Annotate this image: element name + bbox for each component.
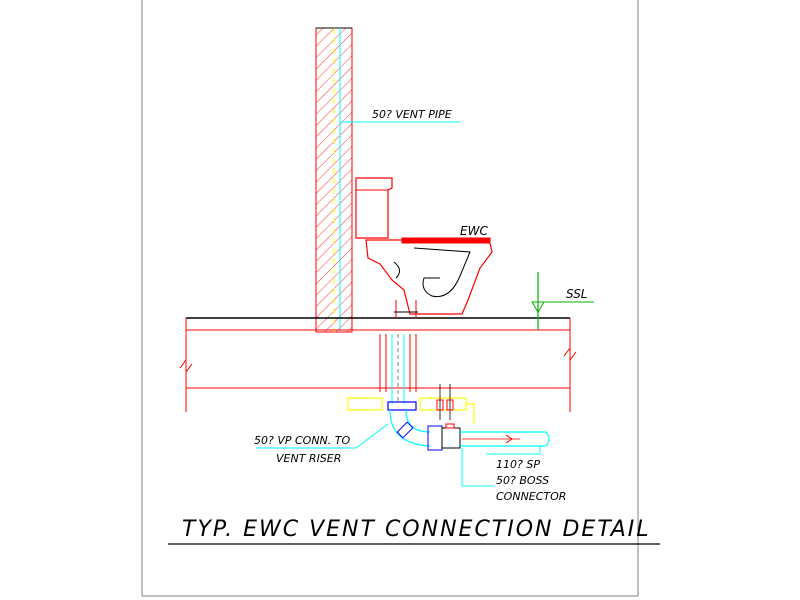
ewc-label: EWC: [460, 224, 488, 238]
sp-label: 110? SP: [496, 458, 540, 471]
boss-label: 50? BOSS: [496, 474, 549, 487]
drawing-frame: [141, 0, 639, 597]
wall: [315, 27, 353, 333]
ewc-soil-riser: [379, 334, 417, 404]
vent-riser-label: VENT RISER: [276, 452, 341, 465]
vp-conn-label: 50? VP CONN. TO: [254, 434, 350, 447]
ewc-fixture: [355, 177, 493, 318]
pipe-supports: [347, 397, 475, 424]
vent-pipe-label: 50? VENT PIPE: [372, 108, 452, 121]
ssl-level-marker: [531, 272, 594, 330]
drawing-title: TYP. EWC VENT CONNECTION DETAIL: [182, 517, 651, 542]
vent-bend-and-sp: [387, 384, 550, 451]
connector-label: CONNECTOR: [496, 490, 566, 503]
ssl-label: SSL: [566, 287, 588, 301]
annotation-leaders: [256, 121, 541, 487]
floor-slab: [179, 317, 577, 412]
